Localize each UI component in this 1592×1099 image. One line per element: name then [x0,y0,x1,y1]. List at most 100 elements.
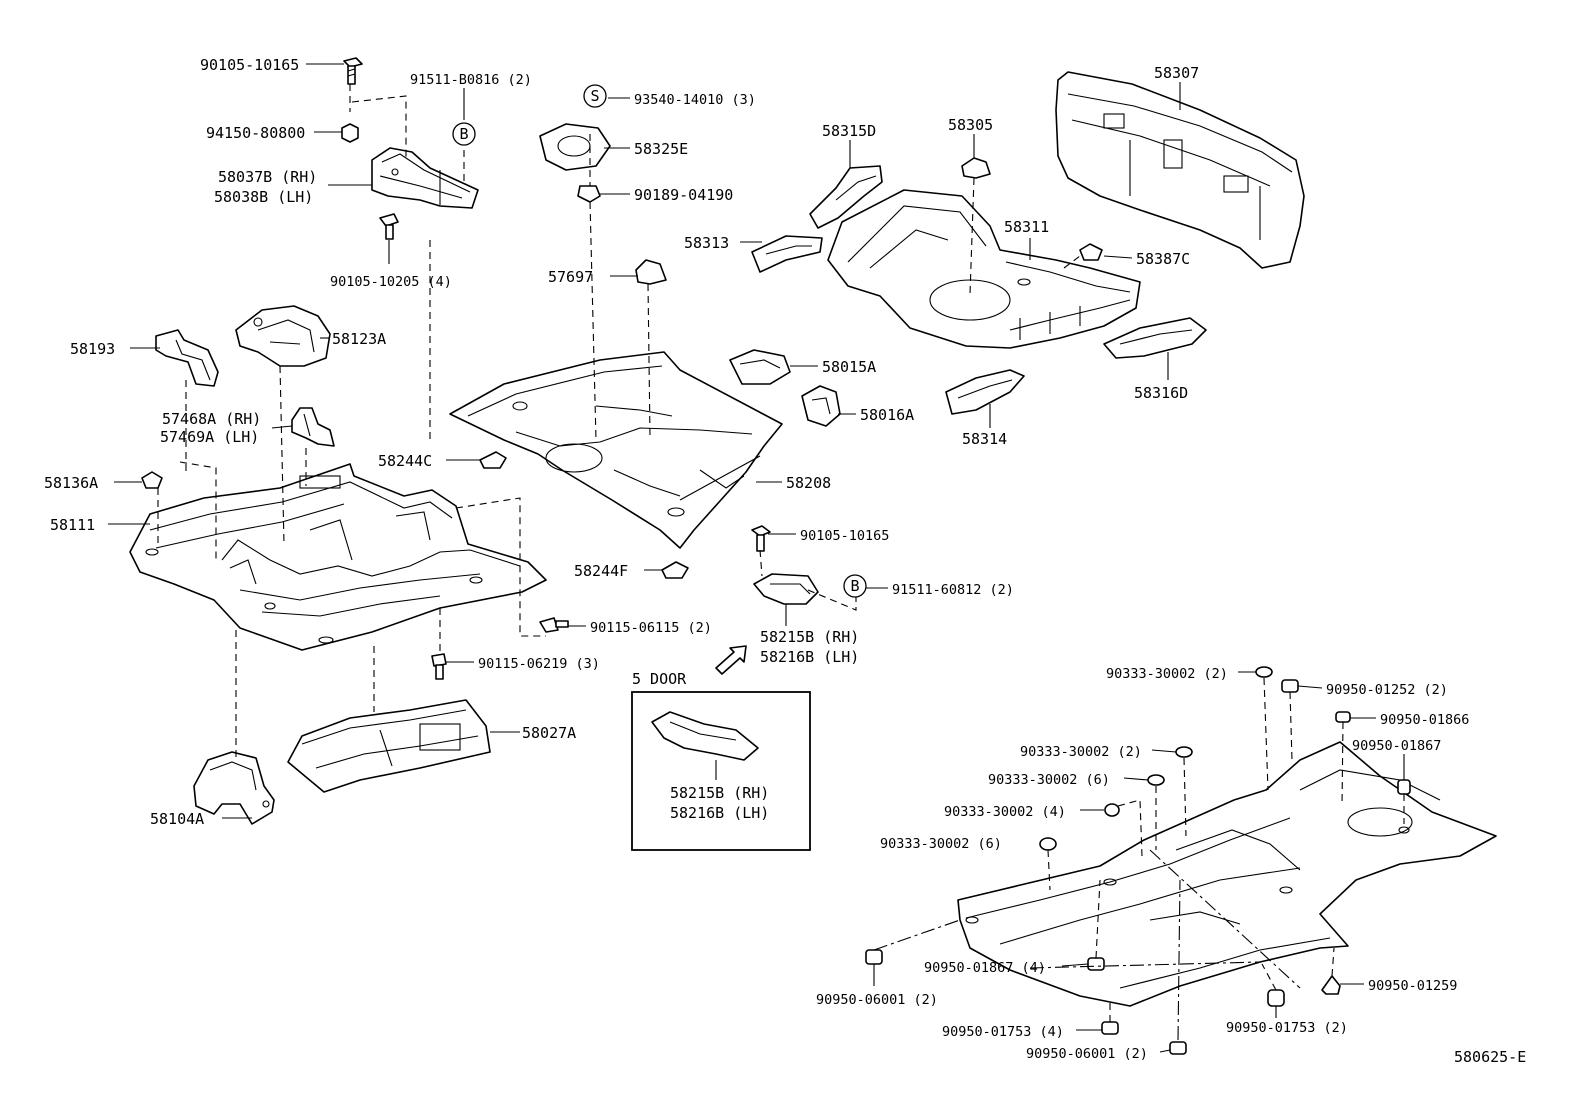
back-panel-58307-drawing [1055,71,1305,269]
bracket-58215b-drawing [753,573,819,605]
plug-icon [1104,803,1120,817]
part-label: 58215B (RH) [670,784,769,802]
part-label: 90950-01753 (4) [942,1024,1064,1040]
plug-icon [1169,1041,1187,1055]
plug-icon [1147,774,1165,786]
part-label: 58316D [1134,384,1188,402]
part-label: 57697 [548,268,593,286]
clip-58136a-drawing [141,471,163,489]
part-label: 90333-30002 (2) [1106,666,1228,682]
part-label: 57469A (LH) [160,428,259,446]
part-label: 58208 [786,474,831,492]
reinforcement-58123a-drawing [235,305,331,367]
part-label: 58311 [1004,218,1049,236]
side-panel-58315d-drawing [809,165,883,229]
part-label: 58136A [44,474,98,492]
part-label: 90950-06001 (2) [1026,1046,1148,1062]
part-label: 90950-06001 (2) [816,992,938,1008]
bolt-icon [751,525,771,552]
part-label: 90115-06219 (3) [478,656,600,672]
part-label: 58244F [574,562,628,580]
part-label: 58037B (RH) [218,168,317,186]
part-label: 90950-01753 (2) [1226,1020,1348,1036]
part-label: 58305 [948,116,993,134]
inset-bracket-drawing [651,711,759,761]
part-label: 90950-01867 [1352,738,1441,754]
plug-icon [1267,989,1285,1007]
plug-icon [865,949,883,965]
plug-icon [1281,679,1299,693]
part-label: 58038B (LH) [214,188,313,206]
part-label: 58313 [684,234,729,252]
part-label: 90105-10165 [200,56,299,74]
direction-arrow-icon [715,645,747,675]
part-label: 90333-30002 (2) [1020,744,1142,760]
circle-marker: B [843,574,867,598]
plug-icon [1087,957,1105,971]
plug-icon [1175,746,1193,758]
member-58313-drawing [751,235,823,273]
member-58314-drawing [945,369,1025,415]
part-label: 90950-01252 (2) [1326,682,1448,698]
part-drawings [129,57,1497,1055]
part-label: 90105-10205 (4) [330,274,452,290]
part-label: 58027A [522,724,576,742]
part-label: 58016A [860,406,914,424]
circle-marker: B [452,122,476,146]
bracket-58037b-drawing [371,147,479,209]
part-label: 90189-04190 [634,186,733,204]
plug-icon [1335,711,1351,723]
plug-icon [1255,666,1273,678]
part-label: 90950-01866 [1380,712,1469,728]
bracket-57697-drawing [635,259,667,285]
bracket-58104a-drawing [193,751,275,825]
part-label: 90333-30002 (6) [988,772,1110,788]
cover-58325e-drawing [539,123,611,171]
part-label: 94150-80800 [206,124,305,142]
bolt-icon [539,617,569,633]
inset-5-door: 5 DOOR [631,670,811,851]
plug-icon [1321,975,1341,995]
clip-58387c-drawing [1079,243,1103,261]
connector-lines [157,84,1405,1041]
part-label: 58307 [1154,64,1199,82]
part-label: 58387C [1136,250,1190,268]
part-label: 58123A [332,330,386,348]
part-label: 58315D [822,122,876,140]
plug-icon [1039,837,1057,851]
part-label: 58111 [50,516,95,534]
part-label: 90115-06115 (2) [590,620,712,636]
part-label: 90333-30002 (4) [944,804,1066,820]
part-label: 90950-01867 (4) [924,960,1046,976]
member-58316d-drawing [1103,317,1207,359]
gusset-58016a-drawing [801,385,841,427]
circle-marker: S [583,84,607,108]
part-label: 58325E [634,140,688,158]
grommet-icon [577,185,601,203]
plug-icon [1397,779,1411,795]
bracket-58193-drawing [155,329,219,387]
circle-marker-letter: B [459,125,468,143]
part-label: 91511-60812 (2) [892,582,1014,598]
front-floor-pan-58111-drawing [129,463,547,651]
spare-tire-pan-58311-drawing [827,189,1141,349]
bolt-icon [379,213,399,240]
part-label: 58314 [962,430,1007,448]
gusset-58015a-drawing [729,349,791,385]
part-label: 58215B (RH) [760,628,859,646]
part-label: 58015A [822,358,876,376]
nut-icon [341,123,359,143]
part-label: 90333-30002 (6) [880,836,1002,852]
part-label: 90950-01259 [1368,978,1457,994]
part-label: 90105-10165 [800,528,889,544]
tunnel-reinforcement-58027a-drawing [287,699,491,793]
bracket-57468a-drawing [291,407,335,447]
part-label: 58104A [150,810,204,828]
floor-assembly-drawing [957,741,1497,1007]
circle-marker-letter: B [850,577,859,595]
part-label: 58193 [70,340,115,358]
circle-marker-letter: S [590,87,599,105]
bolt-icon [431,653,447,680]
plug-58244f-drawing [661,561,689,579]
bolt-icon [343,57,363,85]
